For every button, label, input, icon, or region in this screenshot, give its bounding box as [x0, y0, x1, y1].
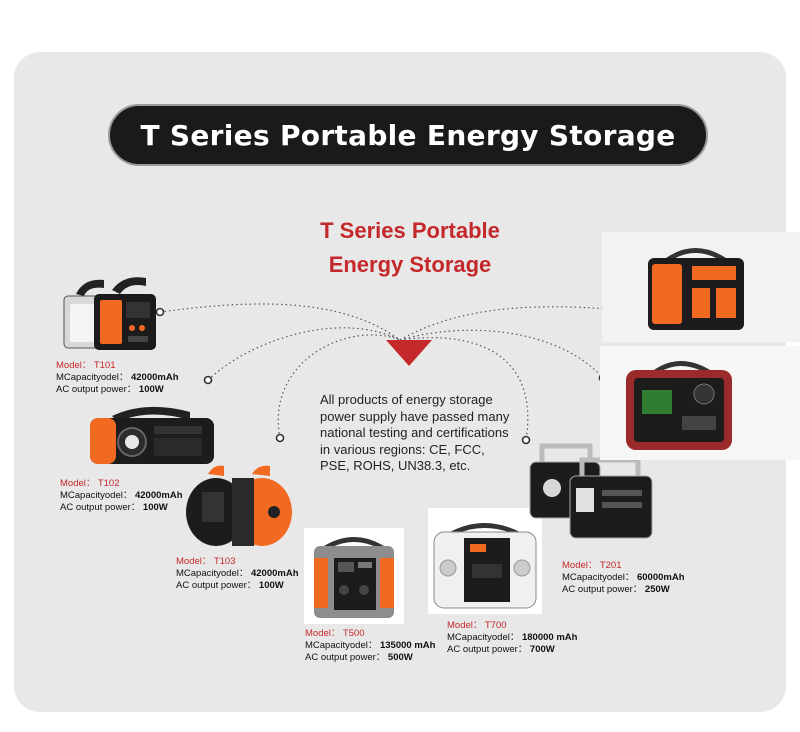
product-image-t201 [529, 443, 653, 539]
center-title-line1: T Series Portable [320, 218, 500, 243]
product-image-t500 [314, 537, 394, 618]
connector-dot [155, 307, 165, 317]
power-value: 100W [258, 580, 284, 591]
power-label: AC output power： [447, 644, 528, 655]
spec-t500: Model： T500 MCapacityodel： 135000 mAh AC… [305, 628, 435, 664]
description-text: All products of energy storage power sup… [320, 392, 510, 473]
product-image-t102 [90, 406, 214, 464]
power-label: AC output power： [60, 502, 141, 513]
model-label: Model： T103 [176, 556, 236, 567]
product-image-t700 [433, 523, 537, 609]
connector-dot [203, 375, 213, 385]
capacity-label: MCapacityodel： [56, 372, 129, 383]
capacity-label: MCapacityodel： [60, 490, 133, 501]
product-image-t101 [63, 277, 156, 350]
power-label: AC output power： [562, 584, 643, 595]
model-label: Model： T102 [60, 478, 120, 489]
model-label: Model： T500 [305, 628, 365, 639]
power-label: AC output power： [305, 652, 386, 663]
power-value: 250W [644, 584, 670, 595]
connector-dot [275, 433, 285, 443]
model-label: Model： T101 [56, 360, 116, 371]
spec-t103: Model： T103 MCapacityodel： 42000mAh AC o… [176, 556, 299, 592]
center-arrow-icon [386, 340, 432, 366]
spec-t201: Model： T201 MCapacityodel： 60000mAh AC o… [562, 560, 685, 596]
product-image-red-unit [626, 361, 732, 450]
model-label: Model： T201 [562, 560, 622, 571]
capacity-label: MCapacityodel： [447, 632, 520, 643]
page-title-banner: T Series Portable Energy Storage [108, 104, 708, 166]
power-value: 100W [138, 384, 164, 395]
product-image-orange-unit [648, 248, 744, 330]
spec-t700: Model： T700 MCapacityodel： 180000 mAh AC… [447, 620, 577, 656]
capacity-value: 42000mAh [134, 490, 183, 501]
capacity-value: 60000mAh [636, 572, 685, 583]
capacity-label: MCapacityodel： [562, 572, 635, 583]
product-image-t103 [186, 465, 292, 546]
capacity-value: 135000 mAh [379, 640, 436, 651]
capacity-label: MCapacityodel： [176, 568, 249, 579]
capacity-value: 42000mAh [250, 568, 299, 579]
power-value: 700W [529, 644, 555, 655]
spec-t102: Model： T102 MCapacityodel： 42000mAh AC o… [60, 478, 183, 514]
power-value: 500W [387, 652, 413, 663]
power-value: 100W [142, 502, 168, 513]
capacity-value: 42000mAh [130, 372, 179, 383]
page-title: T Series Portable Energy Storage [140, 118, 676, 152]
center-title-line2: Energy Storage [328, 252, 492, 277]
spec-t101: Model： T101 MCapacityodel： 42000mAh AC o… [56, 360, 179, 396]
center-title: T Series Portable Energy Storage [260, 214, 560, 282]
power-label: AC output power： [56, 384, 137, 395]
capacity-label: MCapacityodel： [305, 640, 378, 651]
connector-dot [521, 435, 531, 445]
power-label: AC output power： [176, 580, 257, 591]
capacity-value: 180000 mAh [521, 632, 578, 643]
model-label: Model： T700 [447, 620, 507, 631]
